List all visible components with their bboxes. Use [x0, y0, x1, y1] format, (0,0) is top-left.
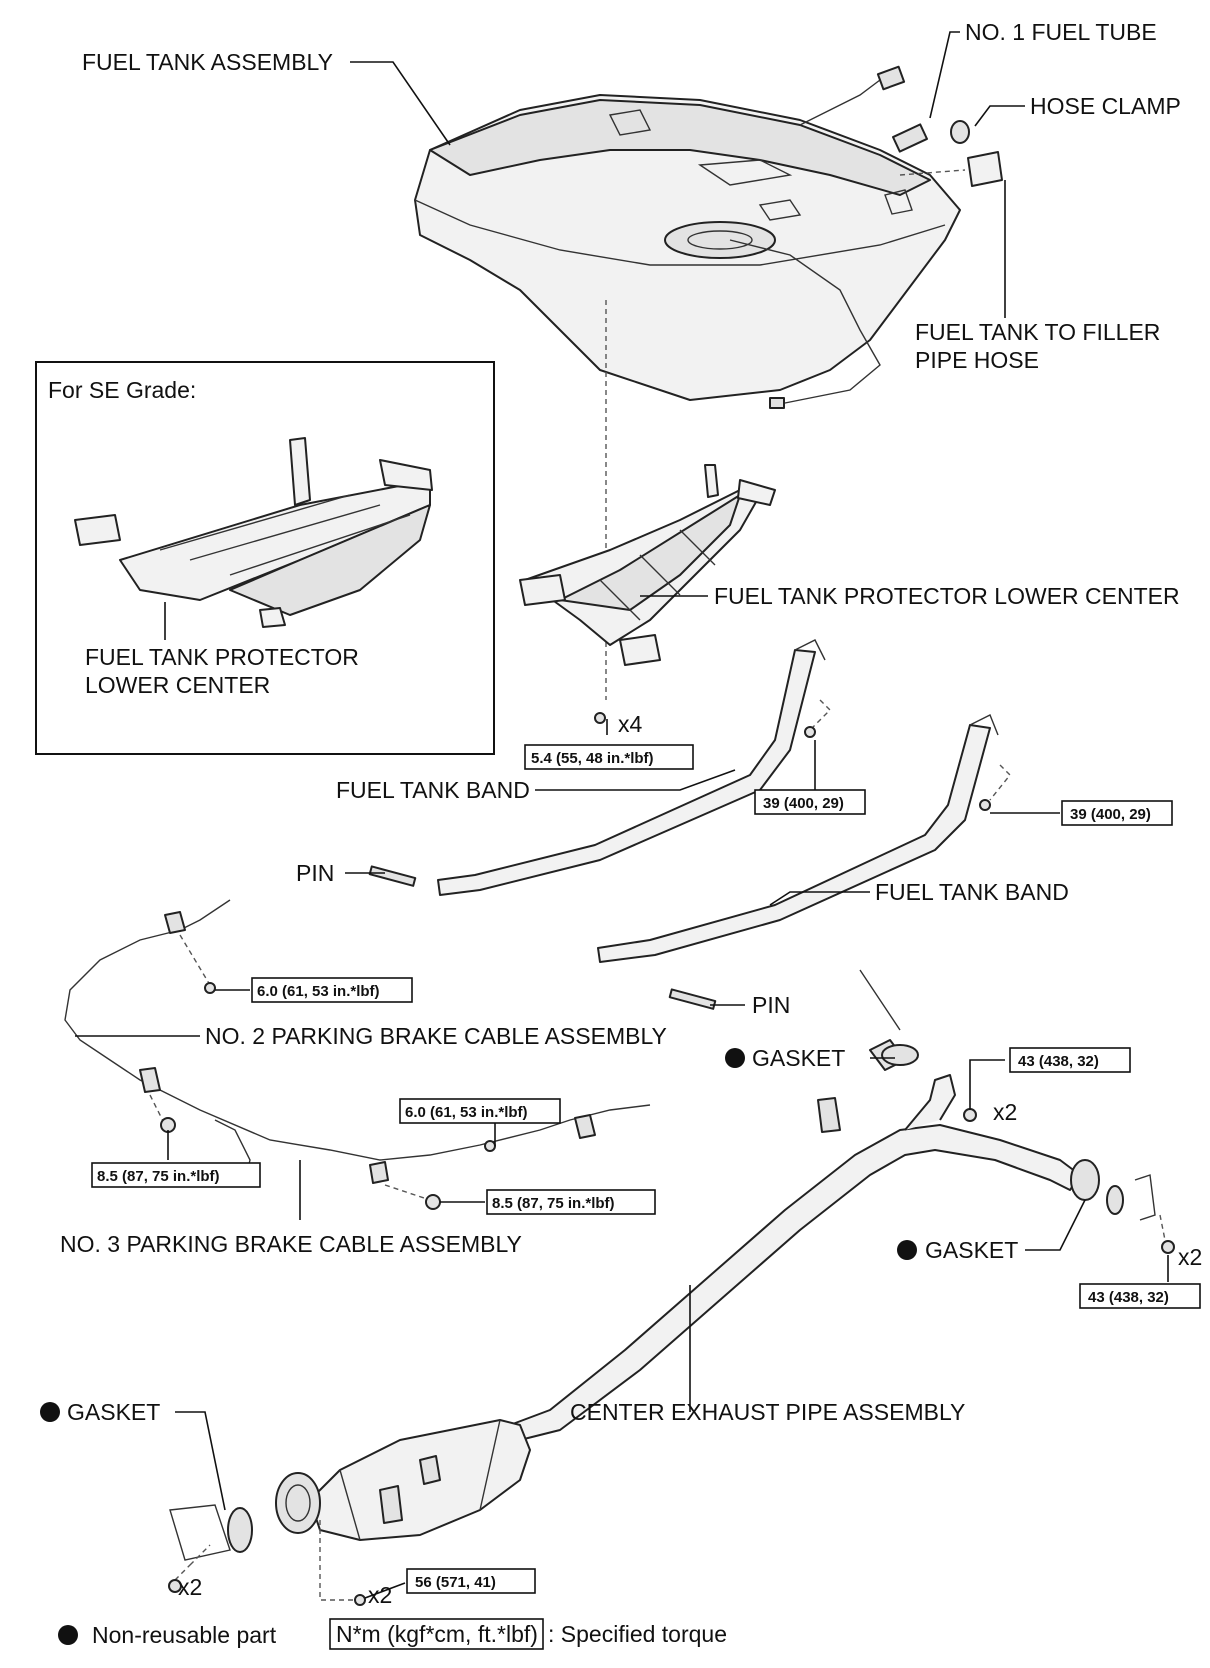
- legend-torque-box: [329, 1618, 544, 1650]
- label-fuel-tank-band-right: FUEL TANK BAND: [875, 879, 1069, 905]
- torque-box-band-right: [1061, 800, 1173, 826]
- se-grade-inset-box: [35, 361, 495, 755]
- label-pin-left: PIN: [296, 860, 334, 886]
- legend-specified-torque: : Specified torque: [548, 1621, 727, 1647]
- protector-drawing: [519, 464, 776, 666]
- torque-box-exhaust-bottom: [406, 1568, 536, 1594]
- label-filler-hose-line1: FUEL TANK TO FILLER: [915, 319, 1160, 345]
- qty-x2-bottom-mid: x2: [368, 1582, 392, 1608]
- torque-box-cable-mid: [399, 1098, 561, 1124]
- label-gasket-right: GASKET: [925, 1237, 1018, 1263]
- qty-x2-right: x2: [1178, 1244, 1202, 1270]
- label-no1-fuel-tube: NO. 1 FUEL TUBE: [965, 19, 1157, 45]
- label-fuel-tank-assembly: FUEL TANK ASSEMBLY: [82, 49, 333, 75]
- torque-cable-nut-left: 8.5 (87, 75 in.*lbf): [97, 1168, 220, 1185]
- leader-lines: [75, 31, 1169, 1599]
- qty-x4: x4: [618, 711, 643, 737]
- torque-box-cable-upper: [251, 977, 413, 1003]
- non-reusable-marker-lower: [40, 1402, 60, 1422]
- label-hose-clamp: HOSE CLAMP: [1030, 93, 1181, 119]
- parking-brake-cables-drawing: [64, 712, 991, 1210]
- label-filler-hose-line2: PIPE HOSE: [915, 347, 1039, 373]
- torque-cable-bolt-upper: 6.0 (61, 53 in.*lbf): [257, 983, 380, 1000]
- torque-cable-bolt-mid: 6.0 (61, 53 in.*lbf): [405, 1104, 528, 1121]
- label-protector-lower-center: FUEL TANK PROTECTOR LOWER CENTER: [714, 583, 1180, 609]
- torque-cable-nut-mid: 8.5 (87, 75 in.*lbf): [492, 1195, 615, 1212]
- fuel-tank-bands-drawing: [368, 639, 1011, 1010]
- torque-exhaust-bottom: 56 (571, 41): [415, 1574, 496, 1591]
- torque-protector-bolt: 5.4 (55, 48 in.*lbf): [531, 750, 654, 767]
- label-gasket-upper: GASKET: [752, 1045, 845, 1071]
- non-reusable-marker-upper: [725, 1048, 745, 1068]
- label-inset-protector-line1: FUEL TANK PROTECTOR: [85, 644, 359, 670]
- fuel-tank-drawing: [414, 65, 1003, 700]
- torque-exhaust-front-upper: 43 (438, 32): [1018, 1053, 1099, 1070]
- torque-band-left: 39 (400, 29): [763, 795, 844, 812]
- legend-non-reusable-marker: [58, 1625, 78, 1645]
- torque-box-band-left: [754, 789, 866, 815]
- inset-protector-drawing: [74, 437, 433, 628]
- torque-exhaust-rear-right: 43 (438, 32): [1088, 1289, 1169, 1306]
- qty-x2-bottom-left: x2: [178, 1574, 202, 1600]
- label-no2-parking-brake: NO. 2 PARKING BRAKE CABLE ASSEMBLY: [205, 1023, 667, 1049]
- label-gasket-lower: GASKET: [67, 1399, 160, 1425]
- torque-box-nut-left: [91, 1162, 261, 1188]
- legend-torque-units: N*m (kgf*cm, ft.*lbf): [336, 1621, 538, 1647]
- non-reusable-marker-right: [897, 1240, 917, 1260]
- legend-non-reusable: Non-reusable part: [92, 1622, 277, 1648]
- torque-box-exhaust-upper: [1009, 1047, 1131, 1073]
- exhaust-drawing: [168, 969, 1175, 1606]
- label-pin-right: PIN: [752, 992, 790, 1018]
- label-no3-parking-brake: NO. 3 PARKING BRAKE CABLE ASSEMBLY: [60, 1231, 522, 1257]
- torque-box-protector: [524, 744, 694, 770]
- torque-band-right: 39 (400, 29): [1070, 806, 1151, 823]
- label-inset-protector-line2: LOWER CENTER: [85, 672, 270, 698]
- qty-x2-upper: x2: [993, 1099, 1017, 1125]
- inset-title: For SE Grade:: [48, 377, 196, 403]
- label-center-exhaust: CENTER EXHAUST PIPE ASSEMBLY: [570, 1399, 965, 1425]
- torque-box-nut-mid: [486, 1189, 656, 1215]
- label-fuel-tank-band-left: FUEL TANK BAND: [336, 777, 530, 803]
- torque-box-exhaust-right: [1079, 1283, 1201, 1309]
